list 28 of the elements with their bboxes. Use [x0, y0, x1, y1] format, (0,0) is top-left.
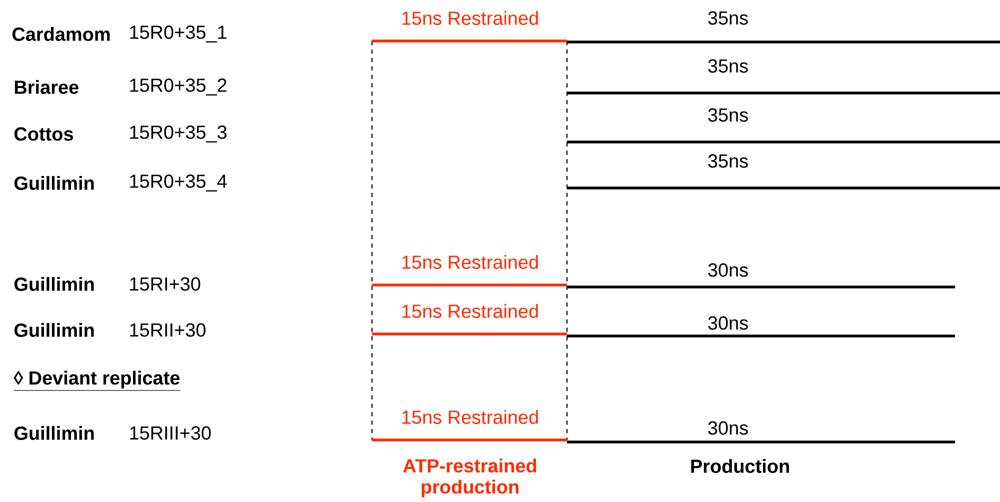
cluster-name: Guillimin	[14, 323, 94, 337]
duration-label: 30ns	[708, 421, 748, 435]
duration-label: 35ns	[708, 59, 748, 73]
run-name: 15R0+35_3	[130, 126, 227, 143]
phase-heading: ATP-restrained production	[403, 458, 536, 498]
run-name: 15R0+35_2	[130, 78, 226, 96]
cluster-name: Briaree	[14, 80, 78, 94]
run-name: 15R0+35_4	[130, 174, 227, 192]
duration-label: 30ns	[708, 316, 748, 330]
phase-heading: Production	[691, 459, 789, 473]
duration-label: 35ns	[708, 108, 748, 122]
section-heading: ◊ Deviant replicate	[13, 370, 181, 391]
phase-label: 15ns Restrained	[402, 11, 538, 25]
cluster-name: Guillimin	[14, 426, 94, 440]
cluster-name: Guillimin	[14, 176, 94, 190]
run-name: 15RII+30	[130, 323, 206, 337]
phase-label: 15ns Restrained	[402, 255, 538, 269]
run-name: 15RIII+30	[130, 426, 211, 440]
cluster-name: Cardamom	[12, 27, 110, 41]
cluster-name: Guillimin	[14, 277, 94, 291]
duration-label: 35ns	[708, 11, 748, 25]
run-name: 15R0+35_1	[130, 26, 226, 43]
phase-label: 15ns Restrained	[402, 410, 538, 424]
duration-label: 35ns	[708, 154, 748, 168]
run-name: 15RI+30	[130, 277, 200, 291]
duration-label: 30ns	[708, 263, 748, 277]
phase-label: 15ns Restrained	[402, 304, 538, 318]
cluster-name: Cottos	[14, 127, 74, 141]
